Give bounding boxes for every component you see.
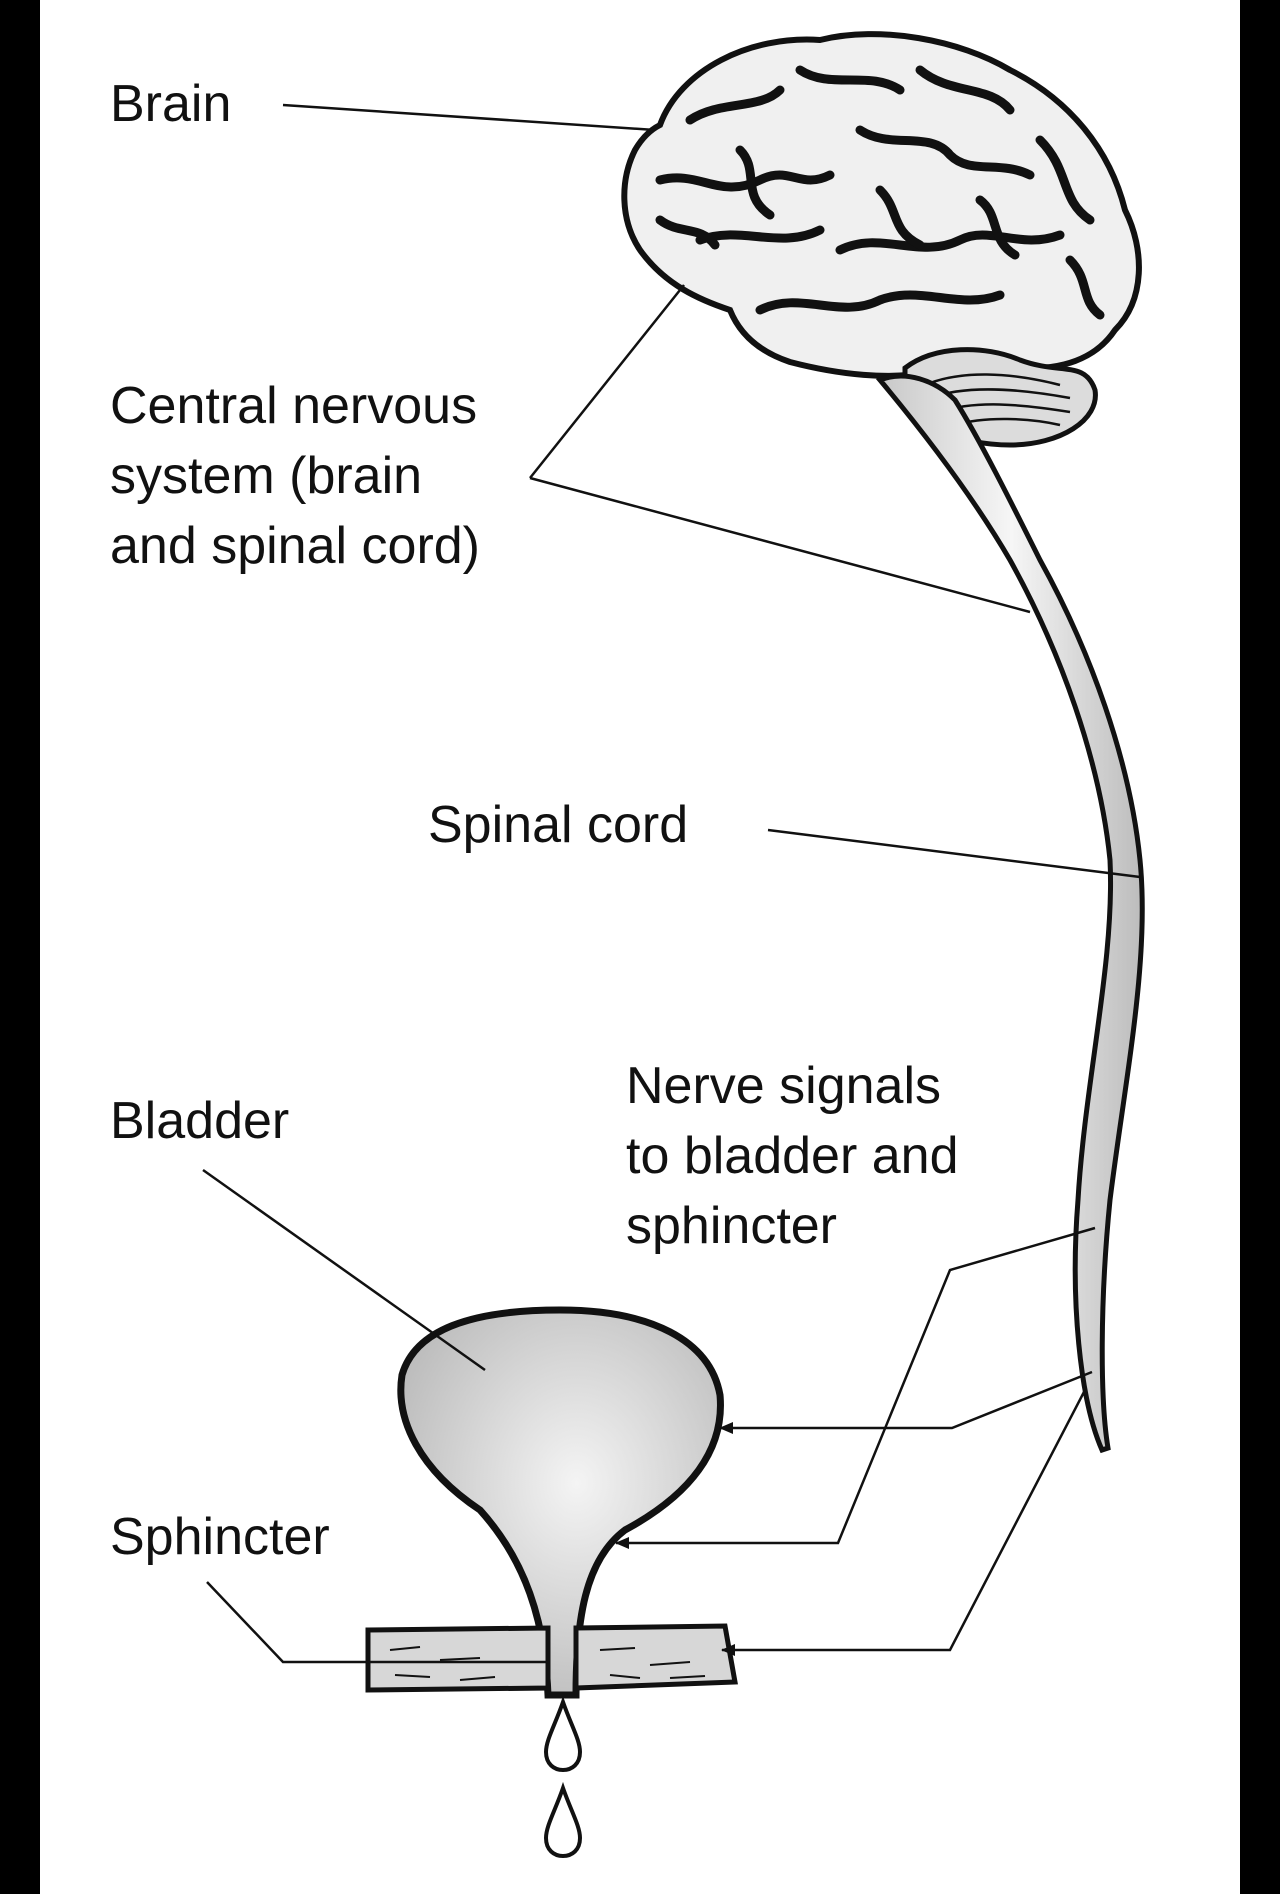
brain-gyri-folds bbox=[655, 65, 1105, 320]
nerve-signal-arrow-bladder bbox=[719, 1370, 1093, 1434]
cns-label-line-2: system (brain bbox=[110, 447, 423, 505]
spinal-cord-leader-line bbox=[767, 828, 1141, 879]
urine-drop-2 bbox=[543, 1781, 583, 1859]
bladder-label: Bladder bbox=[110, 1092, 290, 1150]
brain-drawing bbox=[621, 31, 1142, 448]
cns-leader-line-cord bbox=[529, 476, 1031, 614]
cns-label: Central nervous system (brain and spinal… bbox=[110, 371, 480, 581]
spinal-cord-drawing bbox=[875, 373, 1145, 1454]
nerve-signals-line-3: sphincter bbox=[626, 1197, 837, 1255]
nerve-signal-arrow-sphincter bbox=[721, 1389, 1087, 1656]
cns-label-line-3: and spinal cord) bbox=[110, 517, 480, 575]
nerve-signals-label: Nerve signals to bladder and sphincter bbox=[626, 1051, 959, 1261]
sphincter-leader-line bbox=[206, 1581, 548, 1664]
cns-label-line-1: Central nervous bbox=[110, 377, 478, 435]
spinal-cord-label: Spinal cord bbox=[428, 796, 689, 854]
urine-drop-1 bbox=[543, 1695, 583, 1773]
sphincter-label: Sphincter bbox=[110, 1508, 330, 1566]
bladder-leader-line bbox=[202, 1168, 486, 1372]
cns-leader-line-brain bbox=[529, 284, 685, 479]
nerve-signals-line-1: Nerve signals bbox=[626, 1057, 942, 1115]
nerve-signal-arrow-neck bbox=[615, 1226, 1096, 1549]
nerve-signals-line-2: to bladder and bbox=[626, 1127, 959, 1185]
brain-label: Brain bbox=[110, 75, 232, 133]
brain-cerebellum-folds bbox=[924, 373, 1071, 427]
brain-leader-line bbox=[282, 103, 656, 132]
bladder-drawing bbox=[397, 1306, 724, 1699]
sphincter-drawing bbox=[365, 1623, 738, 1693]
